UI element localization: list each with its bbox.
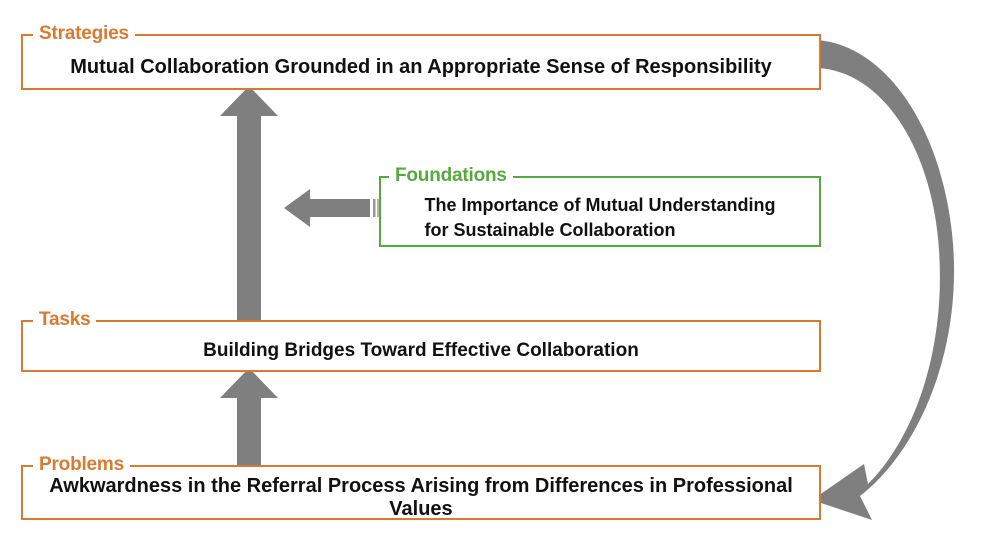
box-strategies-caption: Strategies (39, 23, 129, 44)
arrow-strategies-to-problems-cycle-icon (812, 40, 955, 520)
box-strategies[interactable]: Strategies Mutual Collaboration Grounded… (21, 23, 821, 90)
arrow-tasks-to-strategies-icon (220, 86, 278, 322)
box-foundations[interactable]: Foundations The Importance of Mutual Und… (379, 165, 821, 247)
box-tasks-text: Building Bridges Toward Effective Collab… (203, 340, 639, 361)
box-tasks-frame (21, 320, 821, 372)
arrow-foundations-to-flow-icon (284, 189, 380, 227)
box-tasks-caption: Tasks (39, 309, 91, 330)
box-tasks[interactable]: Tasks Building Bridges Toward Effective … (21, 309, 821, 372)
box-problems-caption: Problems (39, 454, 124, 475)
box-tasks-caption-notch (33, 317, 96, 323)
box-foundations-caption-notch (389, 173, 513, 179)
box-foundations-text: The Importance of Mutual Understanding f… (379, 176, 821, 247)
arrow-problems-to-tasks-icon (220, 368, 278, 466)
box-strategies-caption-notch (33, 31, 135, 37)
box-foundations-frame (379, 176, 821, 247)
box-problems-caption-notch (33, 462, 130, 468)
box-foundations-line-1: The Importance of Mutual Understanding (424, 194, 776, 215)
box-problems-frame (21, 465, 821, 520)
box-problems[interactable]: Problems Awkwardness in the Referral Pro… (21, 454, 821, 520)
box-foundations-caption: Foundations (395, 165, 507, 186)
box-strategies-frame (21, 34, 821, 90)
box-foundations-line-2: for Sustainable Collaboration (424, 219, 676, 240)
box-strategies-text: Mutual Collaboration Grounded in an Appr… (70, 55, 772, 78)
box-problems-text: Awkwardness in the Referral Process Aris… (49, 474, 793, 520)
